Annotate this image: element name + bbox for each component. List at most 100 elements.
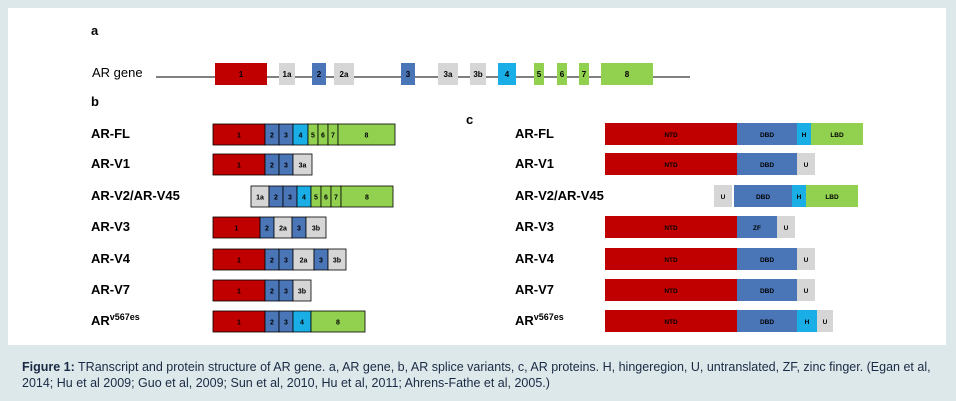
variant-2-segment-4-label: 5 <box>314 195 318 202</box>
variant-2-segment-7 <box>340 185 394 208</box>
protein-name-3: AR-V3 <box>515 219 554 234</box>
protein-4-domain-2-label: U <box>804 257 809 264</box>
variant-3-segment-0-label: 1 <box>235 226 239 233</box>
gene-exon-2-label: 2 <box>317 70 322 79</box>
variant-6-segment-4-label: 8 <box>336 320 340 327</box>
variant-name-6-base: AR <box>91 313 110 328</box>
variant-5-segment-1-label: 2 <box>270 289 274 296</box>
protein-name-6-superscript: v567es <box>534 312 564 322</box>
variant-6-segment-3-label: 4 <box>300 320 304 327</box>
variant-3-segment-4 <box>305 216 327 239</box>
protein-1-domain-0-label: NTD <box>664 162 678 169</box>
variant-4-segment-5 <box>327 248 347 271</box>
variant-0-segment-2-label: 3 <box>284 133 288 140</box>
variant-3-segment-2-label: 2a <box>279 226 287 233</box>
variant-name-1: AR-V1 <box>91 156 130 171</box>
gene-exon-7 <box>498 63 516 85</box>
protein-6-domain-1-label: DBD <box>760 319 774 326</box>
variant-1-segment-3 <box>292 153 313 176</box>
variant-2-segment-5-label: 6 <box>324 195 328 202</box>
protein-3-domain-0-label: NTD <box>664 225 678 232</box>
protein-3-domain-1-label: ZF <box>753 225 761 232</box>
gene-exon-3-label: 2a <box>340 70 349 79</box>
protein-5-domain-1 <box>737 279 797 301</box>
protein-2-domain-2 <box>792 185 806 207</box>
variant-0-segment-4-label: 5 <box>311 133 315 140</box>
protein-5-domain-2 <box>797 279 815 301</box>
variant-0-segment-7-label: 8 <box>365 133 369 140</box>
gene-exon-11-label: 8 <box>625 70 630 79</box>
gene-exon-9-label: 6 <box>560 70 565 79</box>
variant-name-0: AR-FL <box>91 126 130 141</box>
variant-1-segment-2-label: 3 <box>284 163 288 170</box>
panel-label-a: a <box>91 23 99 38</box>
variant-4-segment-4-label: 3 <box>319 258 323 265</box>
protein-name-6-base: AR <box>515 313 534 328</box>
protein-6-domain-3-label: U <box>823 319 828 326</box>
variant-0-segment-6-label: 7 <box>331 133 335 140</box>
variant-5-segment-3-label: 3b <box>298 289 306 296</box>
protein-3-domain-1 <box>737 216 777 238</box>
protein-1-domain-0 <box>605 153 737 175</box>
gene-exon-11 <box>601 63 653 85</box>
protein-6-domain-3 <box>817 310 833 332</box>
variant-2-segment-1-label: 2 <box>274 195 278 202</box>
gene-exon-1-label: 1a <box>283 70 292 79</box>
variant-0-segment-3-label: 4 <box>299 133 303 140</box>
variant-name-6: ARv567es <box>91 312 140 328</box>
protein-3-domain-2 <box>777 216 795 238</box>
protein-2-domain-3-label: LBD <box>825 194 839 201</box>
variant-name-4: AR-V4 <box>91 251 131 266</box>
gene-exon-4-label: 3 <box>406 70 411 79</box>
variant-1-segment-3-label: 3a <box>299 163 307 170</box>
variant-6-segment-0-label: 1 <box>237 320 241 327</box>
variant-5-segment-2-label: 3 <box>284 289 288 296</box>
protein-4-domain-2 <box>797 248 815 270</box>
protein-4-domain-1 <box>737 248 797 270</box>
gene-exon-6 <box>470 63 486 85</box>
panel-label-b: b <box>91 94 99 109</box>
variant-name-6-superscript: v567es <box>110 312 140 322</box>
variant-name-2: AR-V2/AR-V45 <box>91 188 180 203</box>
variant-4-segment-2-label: 3 <box>284 258 288 265</box>
protein-0-domain-0-label: NTD <box>664 132 678 139</box>
protein-2-domain-2-label: H <box>797 194 802 201</box>
protein-name-0: AR-FL <box>515 126 554 141</box>
protein-5-domain-2-label: U <box>804 288 809 295</box>
protein-6-domain-0-label: NTD <box>664 319 678 326</box>
variant-5-segment-0-label: 1 <box>237 289 241 296</box>
variant-4-segment-0-label: 1 <box>237 258 241 265</box>
variant-3-segment-4-label: 3b <box>312 226 320 233</box>
protein-5-domain-0 <box>605 279 737 301</box>
gene-exon-0 <box>215 63 267 85</box>
variant-2-segment-2-label: 3 <box>288 195 292 202</box>
figure-caption: Figure 1: TRanscript and protein structu… <box>22 359 950 391</box>
protein-6-domain-2-label: H <box>805 319 810 326</box>
protein-name-1: AR-V1 <box>515 156 554 171</box>
gene-exon-5-label: 3a <box>444 70 453 79</box>
protein-6-domain-1 <box>737 310 797 332</box>
protein-3-domain-0 <box>605 216 737 238</box>
variant-4-segment-1-label: 2 <box>270 258 274 265</box>
variant-0-segment-5-label: 6 <box>321 133 325 140</box>
protein-0-domain-3-label: LBD <box>830 132 844 139</box>
variant-3-segment-1-label: 2 <box>265 226 269 233</box>
panel-label-c: c <box>466 112 473 127</box>
gene-exon-8 <box>534 63 544 85</box>
protein-0-domain-1 <box>737 123 797 145</box>
variant-2-segment-0-label: 1a <box>256 195 264 202</box>
gene-exon-3 <box>334 63 354 85</box>
gene-exon-4 <box>401 63 415 85</box>
protein-3-domain-2-label: U <box>784 225 789 232</box>
protein-0-domain-2-label: H <box>802 132 807 139</box>
protein-4-domain-0-label: NTD <box>664 257 678 264</box>
protein-6-domain-0 <box>605 310 737 332</box>
variant-5-segment-3 <box>292 279 312 302</box>
protein-2-domain-1 <box>734 185 792 207</box>
protein-1-domain-2-label: U <box>804 162 809 169</box>
